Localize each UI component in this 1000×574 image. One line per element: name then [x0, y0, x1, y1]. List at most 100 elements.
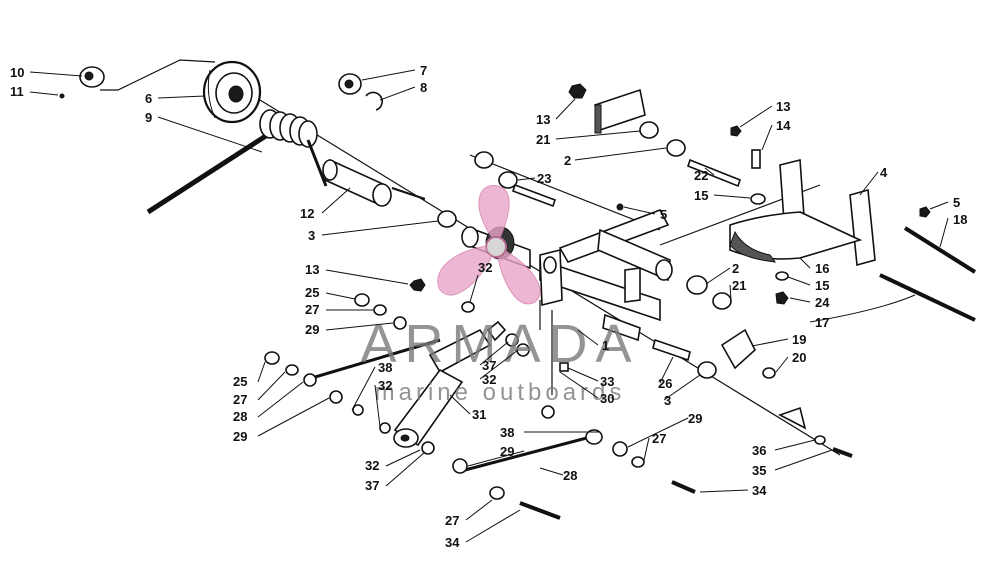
part-bolt-18 [903, 226, 977, 274]
callout-6: 6 [145, 91, 152, 106]
callout-25-left: 25 [233, 374, 247, 389]
callout-27-upper: 27 [305, 302, 319, 317]
callout-37-lower: 37 [365, 478, 379, 493]
part-bushing-21-right [712, 292, 732, 310]
part-rod-9 [146, 127, 277, 215]
callout-4: 4 [880, 165, 888, 180]
watermark-tagline: marine outboards [375, 379, 626, 406]
callout-21-right: 21 [732, 278, 746, 293]
part-torsion-spring [259, 109, 328, 187]
callout-32-lower: 32 [365, 458, 379, 473]
callout-24: 24 [815, 295, 830, 310]
part-shock-absorber-31 [393, 320, 507, 448]
callout-27-right: 27 [652, 431, 666, 446]
callout-3-lower: 3 [664, 393, 671, 408]
part-plate-19 [720, 328, 756, 370]
part-screw-11 [59, 93, 65, 99]
callout-8: 8 [420, 80, 427, 95]
part-plate-36 [777, 406, 807, 430]
callout-11: 11 [10, 84, 24, 99]
part-clip-8 [365, 91, 383, 111]
axis-line-top [100, 59, 216, 91]
part-washer-15-top [750, 193, 766, 205]
part-bolt-17 [879, 273, 976, 322]
axis-line-upper [469, 154, 661, 231]
callout-16: 16 [815, 261, 829, 276]
part-bracket-4 [729, 158, 876, 267]
part-bolt-34-mid [671, 480, 696, 494]
leader-lines [29, 69, 949, 543]
callout-22: 22 [694, 168, 708, 183]
part-bushing-23 [498, 171, 518, 189]
part-pin-26 [652, 338, 691, 362]
part-pin-23 [511, 183, 557, 208]
part-bushing-3-lower [697, 361, 717, 379]
callout-29-left: 29 [233, 429, 247, 444]
part-nut-5-left [616, 203, 624, 211]
propeller-blade-top [478, 185, 510, 239]
part-link-28-upper [304, 338, 441, 382]
part-bushing-29-left [329, 390, 343, 404]
part-bracket-plate [594, 88, 646, 134]
part-bolt-34-lower [519, 501, 561, 520]
callout-13-right: 13 [776, 99, 790, 114]
part-idler-wheel-6 [202, 60, 262, 124]
callout-25-upper: 25 [305, 285, 319, 300]
part-link-28-lower [464, 433, 599, 472]
part-bolt-14 [751, 149, 761, 169]
callout-27-left: 27 [233, 392, 247, 407]
callout-5-right: 5 [953, 195, 960, 210]
part-bushing-2-left [474, 151, 494, 169]
callout-9: 9 [145, 110, 152, 125]
part-bushing-2-right [686, 275, 708, 295]
part-sleeve-12 [322, 158, 392, 207]
callout-7: 7 [420, 63, 427, 78]
part-washer-27-lower-left [489, 486, 505, 500]
callout-17: 17 [815, 315, 829, 330]
part-bushing-3-upper [437, 210, 457, 228]
part-pin-22 [687, 158, 741, 188]
callout-5-mid: 5 [660, 207, 667, 222]
part-spacer-36 [814, 435, 826, 445]
callout-10: 10 [10, 65, 24, 80]
callout-28-upper: 28 [233, 409, 247, 424]
part-bushing-37-mid [505, 333, 519, 347]
callout-20: 20 [792, 350, 806, 365]
callout-34-lower: 34 [445, 535, 460, 550]
callout-3-upper: 3 [308, 228, 315, 243]
callout-29-upper: 29 [305, 322, 319, 337]
callout-32-left: 32 [378, 378, 392, 393]
callout-27-lower: 27 [445, 513, 459, 528]
part-bushing-29-upper [393, 316, 407, 330]
callout-numbers: 10 11 6 9 7 8 12 3 13 21 2 23 13 14 22 1… [10, 63, 967, 550]
part-bushing-37-lower [421, 441, 435, 455]
propeller-logo [437, 185, 541, 305]
part-bushing-29-lower-left [452, 458, 468, 474]
callout-18: 18 [953, 212, 967, 227]
callout-21-top: 21 [536, 132, 550, 147]
part-washer-25-upper [354, 293, 370, 307]
callout-15-top: 15 [694, 188, 708, 203]
propeller-blade-right [497, 249, 541, 305]
callout-38-upper: 38 [378, 360, 392, 375]
part-nut-13-right [730, 125, 742, 137]
callout-15-low: 15 [815, 278, 829, 293]
callout-32-mid: 32 [482, 372, 496, 387]
part-washer-15-low [775, 271, 789, 281]
callout-14: 14 [776, 118, 791, 133]
callout-26: 26 [658, 376, 672, 391]
callout-35: 35 [752, 463, 766, 478]
part-bushing-10 [79, 66, 105, 88]
part-bushing-29-lower [612, 441, 628, 457]
callout-23: 23 [537, 171, 551, 186]
part-pin-33 [559, 362, 569, 372]
part-washer-25-left [264, 351, 280, 365]
part-washer-27-lower [631, 456, 645, 468]
part-shaft-stub [391, 187, 426, 200]
callout-34-mid: 34 [752, 483, 767, 498]
callout-38-lower: 38 [500, 425, 514, 440]
part-nut-13-top [568, 83, 587, 99]
callout-13-left: 13 [305, 262, 319, 277]
callout-29-lower: 29 [500, 444, 514, 459]
part-washer-27-upper [373, 304, 387, 316]
